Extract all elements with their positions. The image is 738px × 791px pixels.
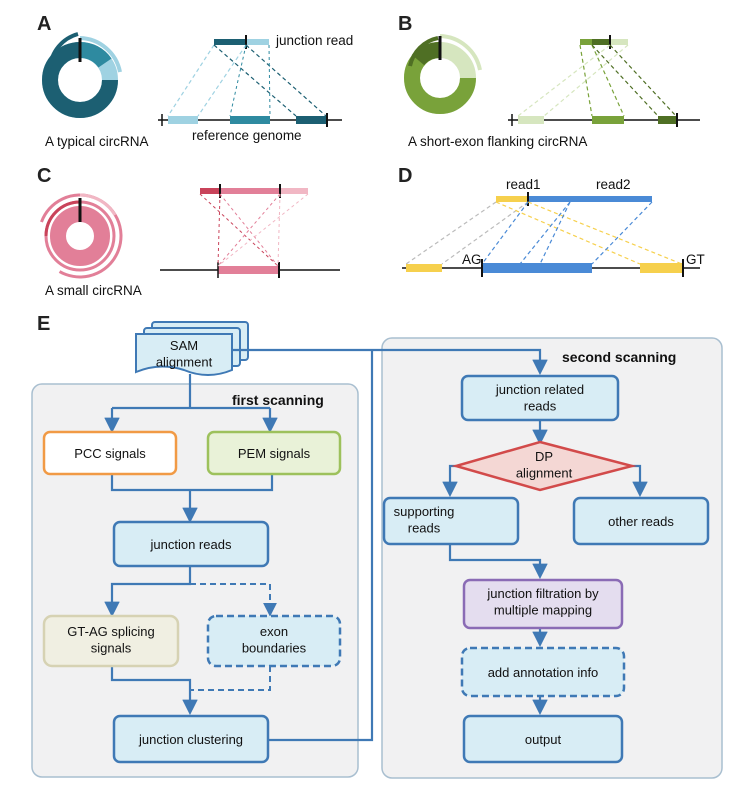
junction-reads-label: junction reads <box>150 537 232 552</box>
panel-d-letter: D <box>398 165 412 187</box>
panel-b-letter: B <box>398 13 412 35</box>
panel-e-letter: E <box>37 313 50 335</box>
pcc-signals-label: PCC signals <box>74 446 146 461</box>
panel-c-letter: C <box>37 165 51 187</box>
output-node: output <box>462 714 624 764</box>
reference-genome-c <box>160 184 340 278</box>
junction-clustering-node: junction clustering <box>112 714 270 764</box>
caption-a: A typical circRNA <box>45 134 149 149</box>
other-reads-label: other reads <box>608 514 674 529</box>
circrna-c-icon <box>37 193 123 279</box>
mapping-lines-d <box>405 201 683 265</box>
second-scanning-title: second scanning <box>562 349 676 365</box>
panel-d: D read1 read2 AG GT <box>398 165 705 277</box>
junction-clustering-label: junction clustering <box>138 732 243 747</box>
caption-c: A small circRNA <box>45 283 142 298</box>
junction-reads-node: junction reads <box>112 520 270 568</box>
add-annotation-label: add annotation info <box>488 665 599 680</box>
reads-d <box>496 192 652 206</box>
junction-read-a <box>167 35 327 117</box>
panel-c: C A small circRNA <box>37 165 340 298</box>
first-scanning-title: first scanning <box>232 392 324 408</box>
panel-b: B A short-exon flanking circRNA <box>398 13 700 149</box>
panel-a-letter: A <box>37 13 51 35</box>
junction-read-b <box>517 35 677 117</box>
gt-label: GT <box>686 252 705 267</box>
circrna-a-icon <box>42 32 122 118</box>
reference-genome-d <box>402 259 700 277</box>
panel-a: A A typical circRNA <box>37 13 353 149</box>
pcc-signals-node: PCC signals <box>42 430 178 476</box>
circrna-b-icon <box>404 34 482 114</box>
add-annotation-node: add annotation info <box>460 646 626 698</box>
pem-signals-node: PEM signals <box>206 430 342 476</box>
reference-genome-label: reference genome <box>192 128 302 143</box>
ag-label: AG <box>462 252 482 267</box>
dashed-connectors <box>190 583 277 691</box>
output-label: output <box>525 732 562 747</box>
read1-label: read1 <box>506 177 541 192</box>
other-reads-node: other reads <box>572 496 710 546</box>
pem-signals-label: PEM signals <box>238 446 311 461</box>
connectors <box>104 348 648 742</box>
first-scanning-group <box>31 383 359 778</box>
reference-genome-a <box>158 113 342 127</box>
reference-genome-b <box>508 113 700 127</box>
caption-b: A short-exon flanking circRNA <box>408 134 587 149</box>
read2-label: read2 <box>596 177 631 192</box>
junction-read-label: junction read <box>275 33 353 48</box>
